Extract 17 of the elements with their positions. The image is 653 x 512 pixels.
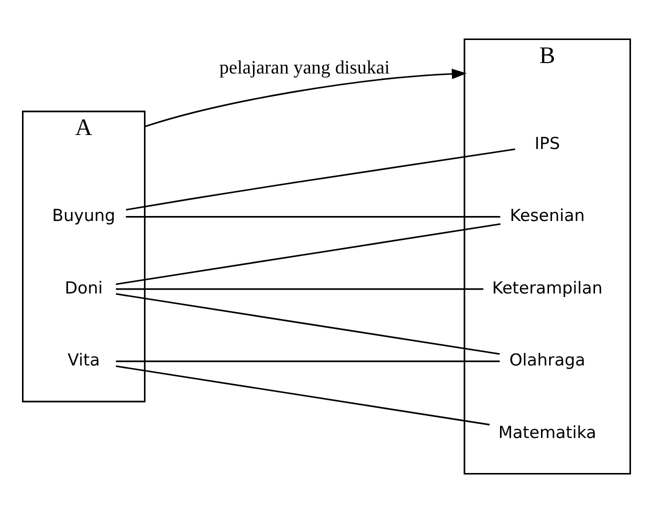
node-text: Olahraga [509,350,586,370]
connector [126,148,516,210]
node-text: Keterampilan [492,278,603,297]
arrow [144,68,467,127]
connector [116,364,490,425]
edge-label: pelajaran yang disukai [219,56,390,78]
connector [116,222,501,284]
connector [126,216,500,218]
node-text: Kesenian [510,206,585,225]
connector [116,360,500,362]
node-text: Doni [64,278,103,297]
connector [116,292,500,354]
node-text: Vita [68,350,100,370]
node-text: Matematika [498,422,596,442]
node-text: Buyung [52,206,116,225]
node-text: IPS [534,133,560,152]
connector [116,288,484,290]
